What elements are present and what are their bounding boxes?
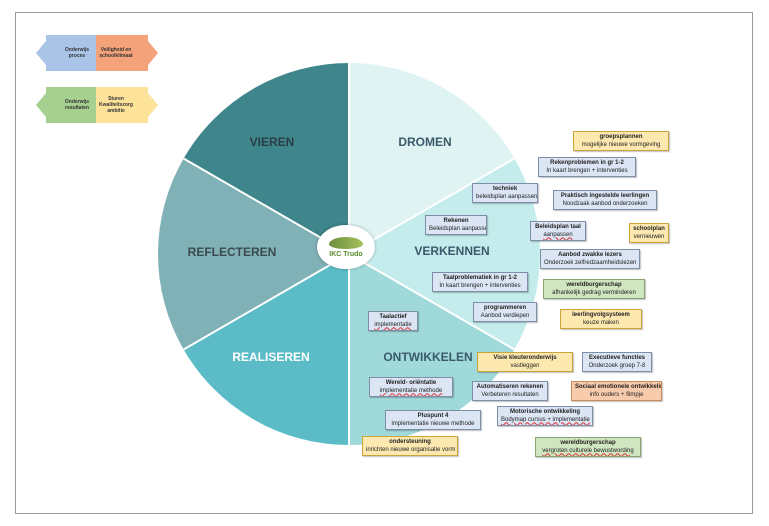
label-realiseren: REALISEREN [232,350,309,364]
center-logo: IKC Trudo [317,225,375,269]
label-dromen: DROMEN [398,135,451,149]
leaf-icon [329,236,363,249]
label-ontwikkelen: ONTWIKKELEN [383,350,472,364]
segment-realiseren [183,254,349,445]
segment-dromen [349,63,515,254]
legend-veiligheid: Veiligheid en schoolklimaat [96,35,136,71]
label-verkennen: VERKENNEN [414,244,489,258]
segment-vieren [183,63,349,254]
label-vieren: VIEREN [250,135,295,149]
segment-reflecteren [158,158,349,350]
logo-text: IKC Trudo [329,250,363,258]
legend-onderwijs-proces: Onderwijs proces [58,35,96,71]
segment-verkennen [349,158,540,350]
label-reflecteren: REFLECTEREN [188,245,277,259]
legend-onderwijs-resultaten: Onderwijs resultaten [58,87,96,123]
legend-arrows [36,35,158,123]
legend-sturen: Sturen Kwaliteitszorg ambitie [96,87,136,123]
